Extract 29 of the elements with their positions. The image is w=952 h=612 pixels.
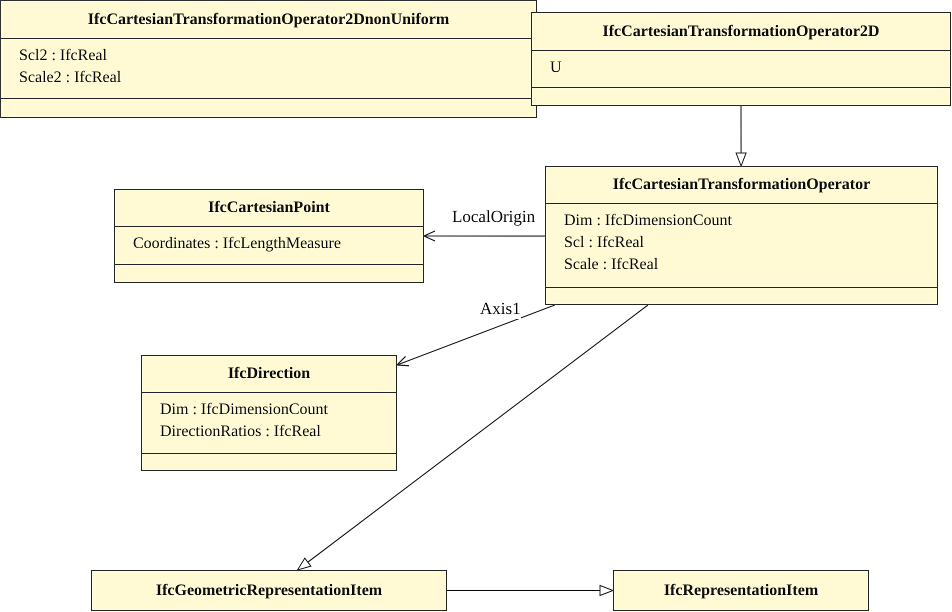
class-name: IfcGeometricRepresentationItem xyxy=(156,582,382,600)
class-box xyxy=(545,166,938,305)
generalization-arrow xyxy=(296,304,648,570)
class-name: IfcRepresentationItem xyxy=(664,582,818,600)
attribute-text: U xyxy=(550,58,562,78)
edge-label: LocalOrigin xyxy=(452,207,536,227)
class-box xyxy=(114,189,424,283)
class-box xyxy=(531,12,951,106)
attribute-text: Scl : IfcReal xyxy=(564,233,644,253)
class-box xyxy=(91,570,447,611)
class-name: IfcCartesianPoint xyxy=(208,199,330,217)
class-name: IfcCartesianTransformationOperator2D xyxy=(602,22,880,40)
attribute-text: Scl2 : IfcReal xyxy=(19,46,107,66)
class-name: IfcCartesianTransformationOperator xyxy=(612,176,870,194)
association-arrow xyxy=(396,304,556,366)
class-box xyxy=(613,570,869,611)
generalization-arrow xyxy=(736,106,747,166)
attribute-text: Scale : IfcReal xyxy=(564,255,658,275)
attribute-text: DirectionRatios : IfcReal xyxy=(160,422,321,442)
attribute-text: Dim : IfcDimensionCount xyxy=(160,400,328,420)
association-arrow xyxy=(423,230,545,242)
generalization-arrow xyxy=(447,585,614,596)
class-box xyxy=(0,0,537,118)
class-name: IfcDirection xyxy=(228,365,310,383)
class-name: IfcCartesianTransformationOperator2DnonUniform xyxy=(88,10,450,28)
attribute-text: Coordinates : IfcLengthMeasure xyxy=(133,234,341,254)
class-box xyxy=(141,355,397,471)
attribute-text: Dim : IfcDimensionCount xyxy=(564,211,732,231)
attribute-text: Scale2 : IfcReal xyxy=(19,68,122,88)
